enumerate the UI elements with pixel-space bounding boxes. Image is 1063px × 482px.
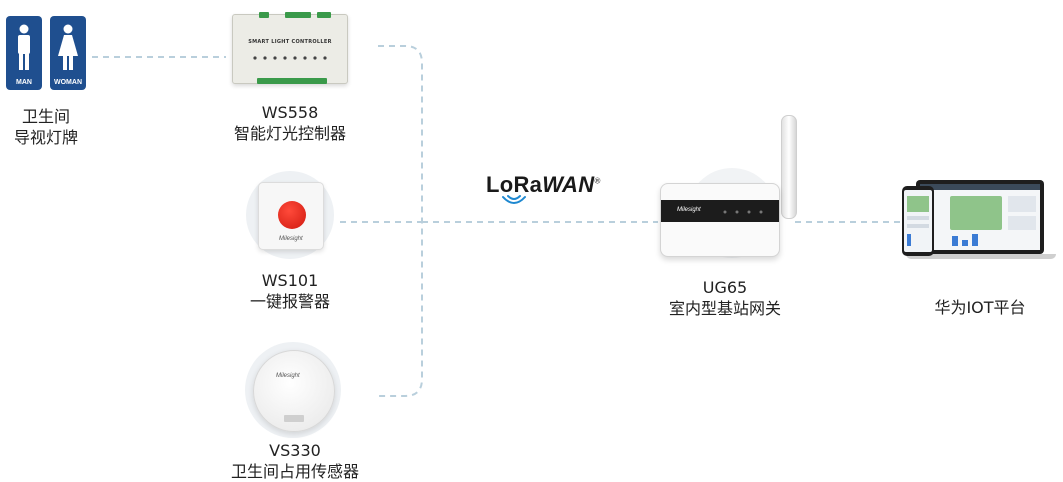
phone-icon (902, 186, 934, 256)
led-indicators (253, 56, 327, 60)
ws558-model: WS558 (261, 103, 319, 122)
man-caption: MAN (16, 79, 32, 86)
ws558-desc: 智能灯光控制器 (233, 124, 346, 143)
ws101-label: WS101 一键报警器 (220, 270, 360, 312)
woman-icon (58, 24, 78, 70)
dashboard-panel (1008, 196, 1036, 212)
vs330-device-image: Milesight (253, 350, 335, 432)
dashboard-panel (1008, 216, 1036, 230)
ug65-device-image: Milesight (660, 183, 780, 257)
lorawan-logo: LoRaWAN® (486, 172, 601, 198)
woman-sign-tile: WOMAN (50, 16, 86, 90)
ws558-label: WS558 智能灯光控制器 (210, 102, 370, 144)
ws101-model: WS101 (261, 271, 319, 290)
dashboard-map (950, 196, 1002, 230)
sensor-window (284, 415, 304, 422)
ws558-device-image: SMART LIGHT CONTROLLER (232, 12, 348, 84)
ug65-desc: 室内型基站网关 (668, 299, 781, 318)
phone-bar (907, 234, 911, 246)
terminal-block (259, 12, 269, 18)
restroom-sign-label: 卫生间 导视灯牌 (0, 106, 92, 148)
gateway-antenna-icon (781, 115, 797, 219)
phone-screen (904, 190, 932, 252)
ws101-desc: 一键报警器 (249, 292, 330, 311)
restroom-sign-label-line1: 卫生间 (21, 107, 70, 126)
lorawan-wan-text: WAN (542, 172, 595, 197)
gateway-led-icons (723, 210, 763, 214)
ug65-model: UG65 (702, 278, 748, 297)
terminal-block (285, 12, 311, 18)
phone-map (907, 196, 929, 212)
restroom-sign-label-line2: 导视灯牌 (13, 128, 78, 147)
lorawan-signal-icon (502, 195, 526, 204)
phone-row (907, 216, 929, 220)
laptop-base (906, 254, 1056, 259)
dashboard-screen (920, 184, 1040, 250)
alarm-red-button (278, 201, 306, 229)
man-icon (18, 24, 30, 70)
terminal-block (257, 78, 327, 84)
dashboard-bar (952, 236, 958, 246)
vs330-brand: Milesight (276, 373, 300, 379)
controller-panel-text: SMART LIGHT CONTROLLER (248, 39, 332, 45)
registered-mark: ® (594, 176, 601, 186)
ws101-brand: Milesight (279, 236, 303, 242)
dashboard-header (920, 184, 1040, 190)
ug65-brand: Milesight (677, 207, 701, 213)
ug65-label: UG65 室内型基站网关 (640, 277, 810, 319)
vs330-desc: 卫生间占用传感器 (230, 462, 359, 481)
phone-row (907, 224, 929, 228)
vs330-label: VS330 卫生间占用传感器 (200, 440, 390, 482)
woman-caption: WOMAN (54, 79, 82, 86)
ws101-device-image: Milesight (258, 182, 324, 250)
vs330-model: VS330 (269, 441, 321, 460)
dashboard-bar (962, 240, 968, 246)
lorawan-lora-text: LoRa (486, 172, 543, 197)
laptop-icon (916, 180, 1044, 254)
terminal-block (317, 12, 331, 18)
platform-label: 华为IOT平台 (934, 298, 1026, 317)
dashboard-bar (972, 234, 978, 246)
gateway-front-band: Milesight (661, 200, 779, 222)
man-sign-tile: MAN (6, 16, 42, 90)
